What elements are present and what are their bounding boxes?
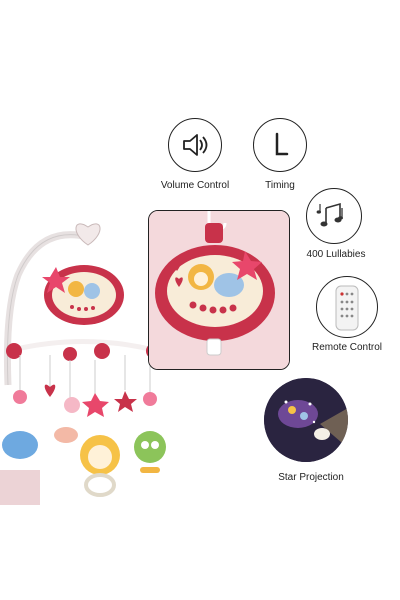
projection-circle [264,378,348,462]
projection-icon [264,378,348,462]
timing-circle [253,118,307,172]
music-box-zoom [148,210,290,370]
lullabies-circle [306,188,362,244]
remote-icon [335,285,358,330]
volume-circle [168,118,222,172]
music-box-closeup [149,211,289,369]
lullabies-label: 400 Lullabies [306,249,366,260]
volume-label: Volume Control [160,180,230,191]
remote-label: Remote Control [311,342,383,353]
music-notes-icon [316,202,343,226]
timing-label: Timing [265,180,295,191]
projection-label: Star Projection [278,472,344,483]
speaker-icon [182,133,207,156]
timer-l-icon [275,132,288,155]
crib-mobile-illustration [0,223,166,505]
remote-circle [316,276,378,338]
